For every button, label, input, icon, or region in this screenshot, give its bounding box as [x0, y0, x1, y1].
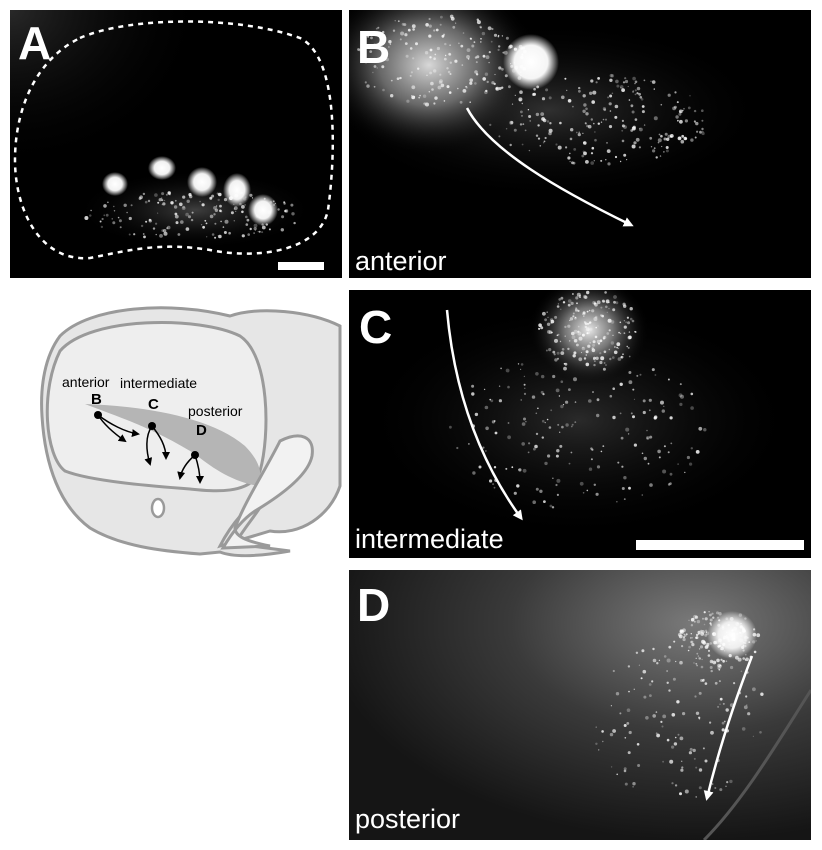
- panel-d-image: [349, 570, 811, 840]
- panel-d: D posterior: [349, 570, 811, 840]
- panel-d-background: [349, 570, 811, 840]
- schematic-label-b: B: [91, 391, 102, 408]
- panel-b-glow: [349, 10, 539, 155]
- panel-b-migration-arrow: [465, 107, 634, 227]
- schematic-label-anterior: anterior: [62, 374, 110, 390]
- panel-b-caption: anterior: [355, 246, 447, 276]
- injection-spot-2: [148, 156, 176, 180]
- speckle-texture: [357, 14, 705, 166]
- panel-a: A: [10, 10, 342, 278]
- panel-c-haze: [359, 300, 799, 540]
- schematic-right-lobe: [220, 434, 314, 550]
- panel-b-image: [349, 10, 769, 227]
- speckle-texture: [449, 290, 707, 509]
- schematic-label-posterior: posterior: [188, 403, 243, 419]
- schematic-label-c: C: [148, 396, 159, 413]
- panel-d-letter: D: [357, 579, 391, 631]
- schematic-label-intermediate: intermediate: [120, 375, 197, 391]
- speckle-texture: [595, 611, 764, 798]
- panel-a-letter: A: [18, 17, 52, 69]
- schematic-cortex-band: [85, 404, 261, 486]
- panel-c-image: [359, 290, 799, 540]
- tissue-outline: [13, 20, 334, 260]
- panel-c-caption: intermediate: [355, 524, 504, 554]
- panel-d-caption: posterior: [355, 804, 461, 834]
- injection-spot-5: [248, 194, 278, 226]
- panel-d-tissue-edge: [702, 689, 811, 840]
- schematic-arrow-c-1: [144, 425, 153, 466]
- schematic-arrow-d-2: [194, 454, 204, 484]
- injection-spot-4: [223, 173, 251, 207]
- brain-schematic: anterior intermediate posterior B C D: [40, 306, 342, 558]
- panel-b-letter: B: [357, 21, 391, 73]
- schematic-arrow-b-1: [97, 414, 127, 443]
- panel-b: B anterior: [349, 10, 811, 278]
- injection-spot-1: [102, 172, 128, 196]
- speckle-texture: [84, 191, 296, 239]
- panel-c: C intermediate: [349, 290, 811, 558]
- panel-c-injection-site: [529, 290, 649, 385]
- panel-d-migration-arrow: [703, 655, 754, 801]
- injection-spot-3: [187, 167, 217, 197]
- panel-c-scale-bar: [636, 540, 804, 550]
- panel-a-scale-bar: [278, 262, 324, 270]
- schematic-label-d: D: [196, 422, 207, 439]
- panel-c-letter: C: [359, 301, 393, 353]
- panel-a-haze: [75, 170, 315, 250]
- schematic-arrow-d-1: [177, 454, 196, 480]
- schematic-arrow-b-2: [97, 414, 140, 438]
- panel-b-injection-site: [503, 34, 559, 90]
- panel-c-migration-arrow: [445, 309, 523, 521]
- schematic-arrow-c-2: [151, 425, 170, 460]
- panel-a-image: [10, 10, 342, 278]
- schematic-small-oval: [150, 497, 166, 519]
